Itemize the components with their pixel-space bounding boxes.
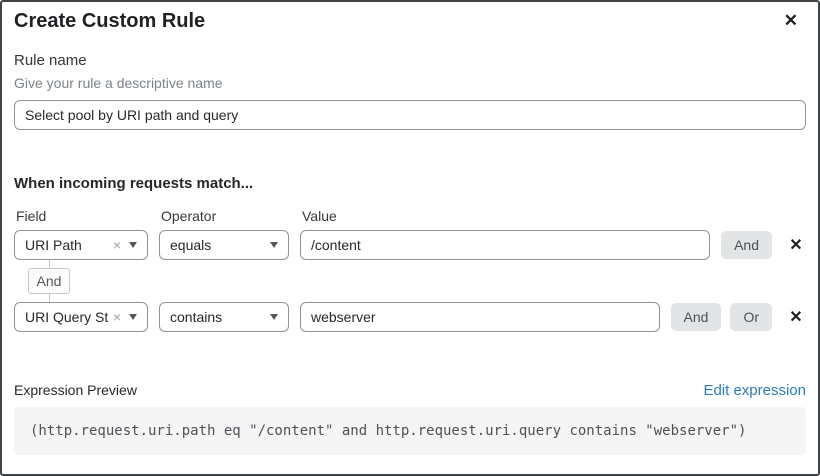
edit-expression-link[interactable]: Edit expression (703, 382, 806, 399)
close-icon: ✕ (789, 237, 803, 254)
value-column-label: Value (302, 208, 337, 224)
expression-code: (http.request.uri.path eq "/content" and… (30, 423, 747, 439)
expression-code-block: (http.request.uri.path eq "/content" and… (14, 407, 806, 455)
operator-column-label: Operator (161, 208, 217, 224)
clear-field-icon[interactable]: × (112, 237, 121, 253)
connector-line-top (48, 260, 50, 268)
field-column-label: Field (16, 208, 47, 224)
operator-select-2[interactable]: contains (159, 302, 289, 332)
field-select-2[interactable]: URI Query St... × (14, 302, 148, 332)
rule-name-input[interactable] (14, 100, 806, 130)
value-input-1[interactable] (300, 230, 711, 260)
chevron-down-icon (129, 314, 137, 320)
condition-row-1: URI Path × equals And ✕ (14, 230, 806, 260)
remove-condition-button-1[interactable]: ✕ (786, 235, 806, 255)
column-labels: Field Operator Value (14, 208, 806, 224)
and-connector: And (28, 260, 70, 302)
condition-row-2: URI Query St... × contains And Or ✕ (14, 302, 806, 332)
operator-select-1-value: equals (170, 237, 212, 253)
expression-preview-header: Expression Preview Edit expression (14, 382, 806, 399)
expression-preview-label: Expression Preview (14, 382, 137, 398)
value-input-2[interactable] (300, 302, 660, 332)
field-select-1-value: URI Path (25, 237, 82, 253)
chevron-down-icon (270, 314, 278, 320)
chevron-down-icon (270, 242, 278, 248)
and-connector-badge: And (28, 268, 70, 294)
match-heading: When incoming requests match... (14, 175, 254, 192)
field-select-1[interactable]: URI Path × (14, 230, 148, 260)
clear-field-icon[interactable]: × (112, 309, 121, 325)
close-icon: ✕ (783, 11, 798, 30)
operator-select-1[interactable]: equals (159, 230, 289, 260)
add-and-button-1[interactable]: And (721, 231, 772, 259)
rule-name-hint: Give your rule a descriptive name (14, 75, 223, 91)
operator-select-2-value: contains (170, 309, 223, 325)
close-button[interactable]: ✕ (780, 7, 802, 35)
chevron-down-icon (129, 242, 137, 248)
page-title: Create Custom Rule (14, 10, 206, 32)
add-or-button-2[interactable]: Or (730, 303, 772, 331)
add-and-button-2[interactable]: And (670, 303, 722, 331)
remove-condition-button-2[interactable]: ✕ (786, 307, 806, 327)
close-icon: ✕ (789, 309, 803, 326)
rule-name-label: Rule name (14, 52, 87, 69)
field-select-2-value: URI Query St... (25, 309, 109, 325)
connector-line-bottom (48, 294, 50, 302)
